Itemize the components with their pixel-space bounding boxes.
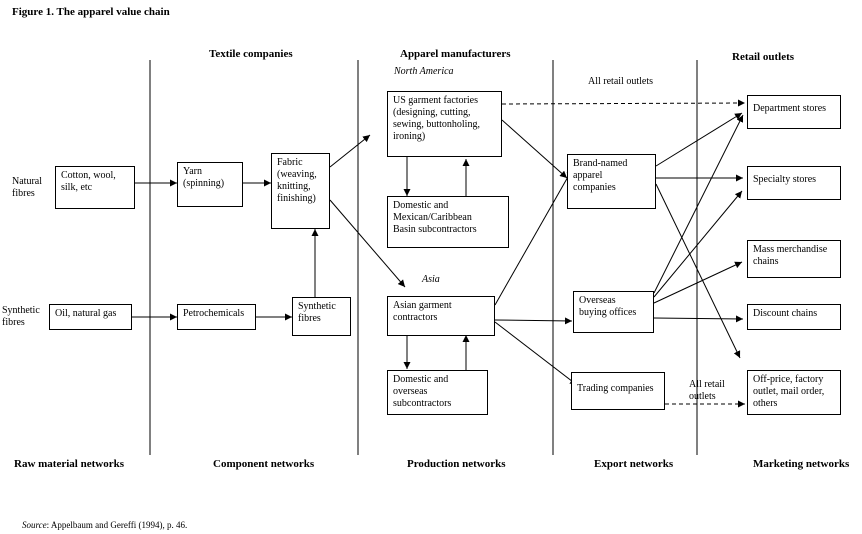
column-header-retail: Retail outlets bbox=[732, 51, 795, 63]
arrow bbox=[655, 183, 741, 359]
source-text: : Appelbaum and Gereffi (1994), p. 46. bbox=[46, 520, 188, 530]
box-us-garment-factories: US garment factories (designing, cutting… bbox=[387, 91, 502, 157]
box-asian-garment-contractors: Asian garment contractors bbox=[387, 296, 495, 336]
source-label: Source bbox=[22, 520, 47, 530]
arrow bbox=[329, 199, 406, 288]
arrow bbox=[329, 134, 371, 168]
arrow bbox=[653, 190, 743, 298]
network-label-component: Component networks bbox=[213, 458, 315, 470]
box-discount-chains: Discount chains bbox=[747, 304, 841, 330]
box-trading-companies: Trading companies bbox=[571, 372, 665, 410]
box-off-price-outlets: Off-price, factory outlet, mail order, o… bbox=[747, 370, 841, 415]
network-label-export: Export networks bbox=[594, 458, 674, 470]
arrow bbox=[653, 114, 744, 294]
box-synthetic-fibres: Synthetic fibres bbox=[292, 297, 351, 336]
network-label-marketing: Marketing networks bbox=[753, 458, 850, 470]
box-brand-named-companies: Brand-named apparel companies bbox=[567, 154, 656, 209]
box-oil: Oil, natural gas bbox=[49, 304, 132, 330]
region-label-north-america: North America bbox=[394, 66, 454, 77]
box-mass-merchandise-chains: Mass merchandise chains bbox=[747, 240, 841, 278]
box-specialty-stores: Specialty stores bbox=[747, 166, 841, 200]
column-header-apparel: Apparel manufacturers bbox=[400, 48, 511, 60]
all-retail-outlets-bottom-label: All retail outlets bbox=[689, 379, 725, 402]
box-domestic-mexican-subcontractors: Domestic and Mexican/Caribbean Basin sub… bbox=[387, 196, 509, 248]
box-department-stores: Department stores bbox=[747, 95, 841, 129]
network-label-production: Production networks bbox=[407, 458, 506, 470]
column-header-textile: Textile companies bbox=[209, 48, 293, 60]
synthetic-fibres-label: Synthetic fibres bbox=[2, 305, 40, 328]
arrow bbox=[653, 261, 743, 304]
box-overseas-buying-offices: Overseas buying offices bbox=[573, 291, 654, 333]
natural-fibres-label: Natural fibres bbox=[12, 176, 42, 199]
arrow bbox=[494, 321, 578, 386]
source-note: Source: Appelbaum and Gereffi (1994), p.… bbox=[22, 519, 187, 531]
arrow bbox=[653, 315, 744, 323]
arrow bbox=[501, 119, 568, 179]
arrow bbox=[655, 112, 743, 167]
box-cotton: Cotton, wool, silk, etc bbox=[55, 166, 135, 209]
box-petrochemicals: Petrochemicals bbox=[177, 304, 256, 330]
region-label-asia: Asia bbox=[422, 274, 440, 285]
arrow bbox=[494, 317, 573, 325]
box-fabric: Fabric (weaving, knitting, finishing) bbox=[271, 153, 330, 229]
dashed-arrow bbox=[501, 99, 746, 107]
arrow bbox=[494, 167, 574, 306]
figure-title: Figure 1. The apparel value chain bbox=[12, 6, 170, 18]
network-label-raw: Raw material networks bbox=[14, 458, 124, 470]
box-domestic-overseas-subcontractors: Domestic and overseas subcontractors bbox=[387, 370, 488, 415]
all-retail-outlets-top-label: All retail outlets bbox=[588, 76, 653, 87]
box-yarn: Yarn (spinning) bbox=[177, 162, 243, 207]
